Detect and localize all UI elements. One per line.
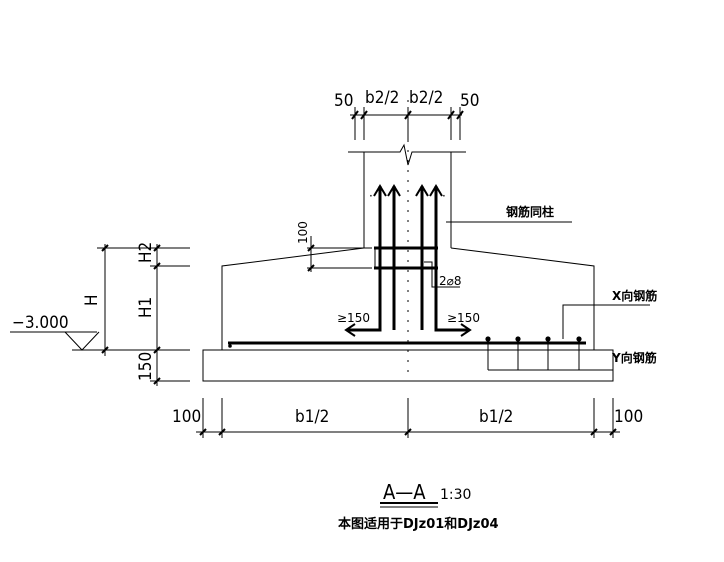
bottom-dimensions: 100 b1/2 b1/2 100 xyxy=(172,398,643,438)
bottom-dim-b1-left: b1/2 xyxy=(295,407,329,427)
anchor-left-label: ≥150 xyxy=(337,311,370,325)
bottom-dim-100-right: 100 xyxy=(614,407,643,427)
rebar xyxy=(228,184,612,371)
svg-text:·: · xyxy=(442,189,446,203)
section-title-block: A—A 1:30 本图适用于DJz01和DJz04 xyxy=(338,480,499,532)
dim-H2: H2 xyxy=(136,242,156,263)
section-scale: 1:30 xyxy=(440,487,471,503)
bottom-dim-b1-right: b1/2 xyxy=(479,407,513,427)
svg-text:·: · xyxy=(369,189,373,203)
top-dim-50-left: 50 xyxy=(334,91,353,111)
section-caption: 本图适用于DJz01和DJz04 xyxy=(338,516,499,532)
top-dimension: 50 b2/2 b2/2 50 xyxy=(334,88,479,140)
bottom-dim-100-left: 100 xyxy=(172,407,201,427)
annotations: 钢筋同柱 100 2⌀8 ≥150 ≥150 X向钢筋 Y向钢筋 xyxy=(296,204,657,365)
top-dim-b2-left: b2/2 xyxy=(365,88,399,108)
stirrup-label: 2⌀8 xyxy=(439,274,462,288)
left-dimensions: H H2 H1 150 −3.000 xyxy=(10,242,190,386)
stirrup-spacing-label: 100 xyxy=(296,221,310,244)
anchor-right-label: ≥150 xyxy=(447,311,480,325)
section-title: A—A xyxy=(383,480,426,504)
column: · · xyxy=(348,100,466,378)
elevation-label: −3.000 xyxy=(12,313,69,333)
x-rebar-label: X向钢筋 xyxy=(612,288,657,303)
y-rebar-label: Y向钢筋 xyxy=(611,350,657,365)
column-rebar-note: 钢筋同柱 xyxy=(506,204,554,219)
top-dim-b2-right: b2/2 xyxy=(409,88,443,108)
dim-H: H xyxy=(82,294,102,306)
top-dim-50-right: 50 xyxy=(460,91,479,111)
dim-150: 150 xyxy=(136,352,156,381)
dim-H1: H1 xyxy=(136,297,156,318)
